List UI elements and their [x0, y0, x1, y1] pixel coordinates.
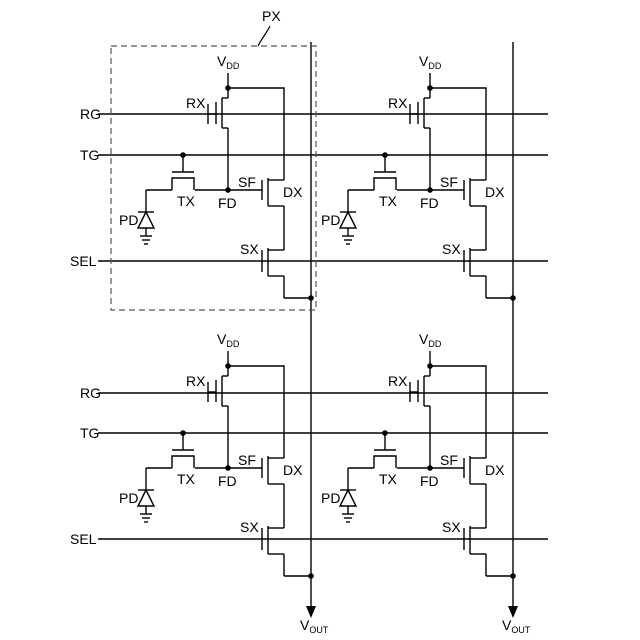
vout-label-right: VOUT: [502, 617, 531, 635]
rx-label: RX: [388, 95, 408, 111]
vdd-label: VDD: [419, 53, 442, 71]
sel-label-top: SEL: [70, 253, 97, 269]
vdd-label: VDD: [217, 53, 240, 71]
sf-label: SF: [440, 174, 458, 190]
sx-label: SX: [442, 519, 461, 535]
sf-label: SF: [238, 174, 256, 190]
rx-label: RX: [186, 373, 206, 389]
pd-label: PD: [321, 490, 340, 506]
sf-label: SF: [440, 452, 458, 468]
tx-label: TX: [379, 193, 398, 209]
rg-label-bottom: RG: [80, 385, 101, 401]
tx-label: TX: [177, 471, 196, 487]
vdd-label: VDD: [419, 331, 442, 349]
dx-label: DX: [485, 184, 505, 200]
px-boundary: [111, 46, 316, 310]
sf-label: SF: [238, 452, 256, 468]
fd-label: FD: [420, 195, 439, 211]
sx-label: SX: [240, 241, 259, 257]
sx-label: SX: [240, 519, 259, 535]
dx-label: DX: [485, 462, 505, 478]
px-leader: [258, 26, 270, 46]
pd-label: PD: [119, 490, 138, 506]
rx-label: RX: [186, 95, 206, 111]
tg-label-bottom: TG: [80, 425, 99, 441]
pd-label: PD: [321, 212, 340, 228]
pd-label: PD: [119, 212, 138, 228]
dx-label: DX: [283, 462, 303, 478]
dx-label: DX: [283, 184, 303, 200]
tg-label-top: TG: [80, 147, 99, 163]
fd-label: FD: [218, 195, 237, 211]
px-label: PX: [262, 8, 281, 24]
vout-label-left: VOUT: [300, 617, 329, 635]
sx-label: SX: [442, 241, 461, 257]
tx-label: TX: [177, 193, 196, 209]
sel-label-bottom: SEL: [70, 531, 97, 547]
rx-label: RX: [388, 373, 408, 389]
tx-label: TX: [379, 471, 398, 487]
fd-label: FD: [218, 473, 237, 489]
rg-label-top: RG: [80, 106, 101, 122]
fd-label: FD: [420, 473, 439, 489]
vdd-label: VDD: [217, 331, 240, 349]
